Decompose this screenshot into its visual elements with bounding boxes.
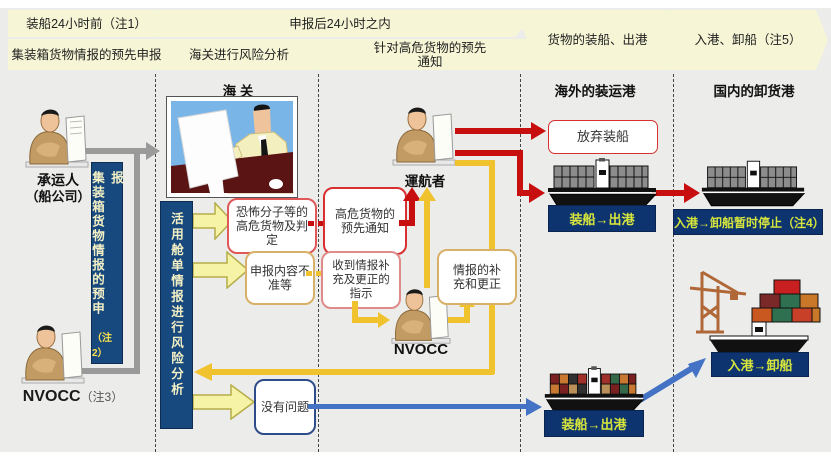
- operator-to-ship-arrowhead: [529, 183, 545, 203]
- block-arrow-to-no-problem-box: [193, 384, 255, 420]
- operator-person-icon: [392, 107, 456, 166]
- advance-notice-text: 高危货物的预先通知: [334, 207, 395, 235]
- separator-line: [155, 74, 156, 452]
- operator-to-ship-line-v: [517, 150, 523, 196]
- unloading-ship-icon: [709, 322, 809, 352]
- separator-line: [318, 74, 319, 452]
- section-customs-title: 海 关: [222, 84, 254, 99]
- instruction-to-nvocc-arrowhead: [378, 312, 390, 328]
- supplement-text: 情报的补充和更正: [452, 263, 501, 291]
- no-problem-to-ship-arrowhead: [526, 398, 542, 416]
- carrier-person-icon: [25, 109, 89, 168]
- risk-analysis-text: 活用舱单情报进行风险分析: [169, 212, 183, 398]
- pre-declaration-bar: 集装箱货物情报的预申报 （注2）: [90, 163, 123, 363]
- risk-analysis-bar: 活用舱单情报进行风险分析: [161, 202, 192, 428]
- instruction-to-nvocc-line-v: [352, 301, 358, 322]
- feedback-line-top: [455, 160, 495, 166]
- nvocc-to-supplement-line-v: [464, 306, 470, 323]
- section-overseas-port-title: 海外的装运港: [554, 84, 636, 99]
- nvocc-left-name: NVOCC（注3）: [8, 388, 138, 406]
- carrier-name: 承运人: [37, 172, 79, 188]
- customs-officer-image: [166, 96, 298, 198]
- terror-connector: [308, 221, 324, 226]
- nvocc-to-operator-line: [424, 200, 430, 288]
- no-problem-to-ship-line: [308, 404, 528, 409]
- banner-label: 货物的装船、出港: [547, 33, 648, 47]
- banner-label: 海关进行风险分析: [188, 47, 289, 62]
- banner-label: 申报后24小时之内: [289, 16, 391, 31]
- harbor-crane-icon: [689, 270, 747, 334]
- container-ship-overseas-icon: [548, 158, 658, 208]
- block-arrow-to-inaccurate-box: [193, 251, 249, 289]
- ship1-status-label: 装船→出港: [549, 206, 655, 231]
- block-arrow-to-terror-box: [193, 202, 233, 240]
- operator-name: 運航者: [404, 174, 446, 189]
- inaccurate-declaration-text: 申报内容不准等: [249, 264, 310, 292]
- ship2-status-label: 入港→卸船暂时停止（注4）: [674, 210, 825, 234]
- nvocc-left-note: （注3）: [80, 390, 124, 404]
- separator-line: [520, 74, 521, 452]
- nvocc-to-operator-arrowhead: [418, 187, 436, 201]
- nvocc-to-supplement-line-h: [448, 317, 470, 323]
- banner-label: 针对高危货物的预先通知: [373, 40, 487, 69]
- notice-to-operator-arrowhead: [403, 187, 421, 201]
- carrier-to-customs-arrowhead: [146, 142, 160, 160]
- banner-step-risk-analysis: 海关进行风险分析: [153, 39, 325, 70]
- inaccurate-connector: [306, 271, 322, 276]
- feedback-arrowhead: [194, 363, 212, 381]
- banner-step-loading-departure: 货物的装船、出港: [515, 10, 680, 70]
- banner-label: 入港、卸船（注5）: [694, 33, 802, 47]
- nvocc-join-line-vertical: [134, 148, 140, 374]
- pre-declaration-note: （注2）: [92, 333, 112, 359]
- operator-to-abandon-arrowhead: [531, 122, 546, 140]
- operator-to-ship-line-h1: [455, 150, 523, 156]
- nvocc-mid-person-icon: [391, 289, 451, 344]
- banner-step-pre-declaration: 集装箱货物情报的预先申报: [8, 39, 165, 70]
- container-ship-domestic-icon: [701, 160, 806, 207]
- banner-step-arrival-unloading: 入港、卸船（注5）: [668, 10, 828, 70]
- no-problem-box: 没有问题: [254, 379, 316, 435]
- nvocc-join-line-horizontal: [80, 368, 138, 374]
- banner-label: 装船24小时前（注1）: [26, 16, 147, 31]
- separator-line: [673, 74, 674, 452]
- carrier-to-customs-line: [80, 148, 148, 154]
- terror-risk-box: 恐怖分子等的高危货物及判定: [227, 198, 317, 254]
- nvocc-left-label: NVOCC: [22, 388, 81, 405]
- container-ship-loaded-icon: [544, 366, 645, 412]
- abandon-loading-box: 放弃装船: [548, 120, 658, 154]
- operator-to-abandon-line: [455, 128, 531, 134]
- instruction-to-nvocc-line-h: [352, 317, 380, 323]
- abandon-loading-text: 放弃装船: [576, 129, 629, 144]
- nvocc-left-person-icon: [21, 325, 85, 384]
- pre-declaration-text: 集装箱货物情报的预申报: [90, 171, 123, 316]
- notice-to-operator-line-h: [399, 220, 415, 226]
- ship-to-domestic-line: [652, 190, 686, 196]
- nvocc-mid-name: NVOCC: [393, 341, 449, 358]
- ship4-status-label: 入港→卸船: [712, 353, 808, 376]
- banner-stage-within24h: 申报后24小时之内: [153, 10, 527, 37]
- instruction-box: 收到情报补充及更正的指示: [321, 251, 401, 309]
- no-problem-text: 没有问题: [260, 400, 309, 414]
- advance-notice-box: 高危货物的预先通知: [323, 187, 407, 255]
- top-margin: [0, 0, 831, 8]
- banner-label: 集装箱货物情报的预先申报: [11, 47, 162, 62]
- terror-risk-text: 恐怖分子等的高危货物及判定: [235, 205, 308, 247]
- container-stack-icon: [751, 279, 821, 323]
- instruction-text: 收到情报补充及更正的指示: [332, 260, 390, 300]
- operator-to-ship-line-h2: [517, 190, 531, 196]
- ship3-status-label: 装船→出港: [545, 411, 643, 436]
- ship-to-unload-arrow: [638, 358, 706, 403]
- bottom-margin: [0, 452, 831, 463]
- banner-step-advance-notice: 针对高危货物的预先通知: [313, 39, 547, 70]
- notice-to-operator-line-v: [409, 200, 415, 226]
- ship-to-domestic-arrowhead: [684, 183, 700, 203]
- banner-stage-before24h: 装船24小时前（注1）: [8, 10, 165, 37]
- inaccurate-declaration-box: 申报内容不准等: [245, 251, 315, 305]
- carrier-subname: （船公司）: [25, 189, 91, 204]
- supplement-box: 情报的补充和更正: [437, 249, 517, 305]
- section-domestic-port-title: 国内的卸货港: [713, 84, 795, 99]
- feedback-line-bottom: [212, 369, 494, 375]
